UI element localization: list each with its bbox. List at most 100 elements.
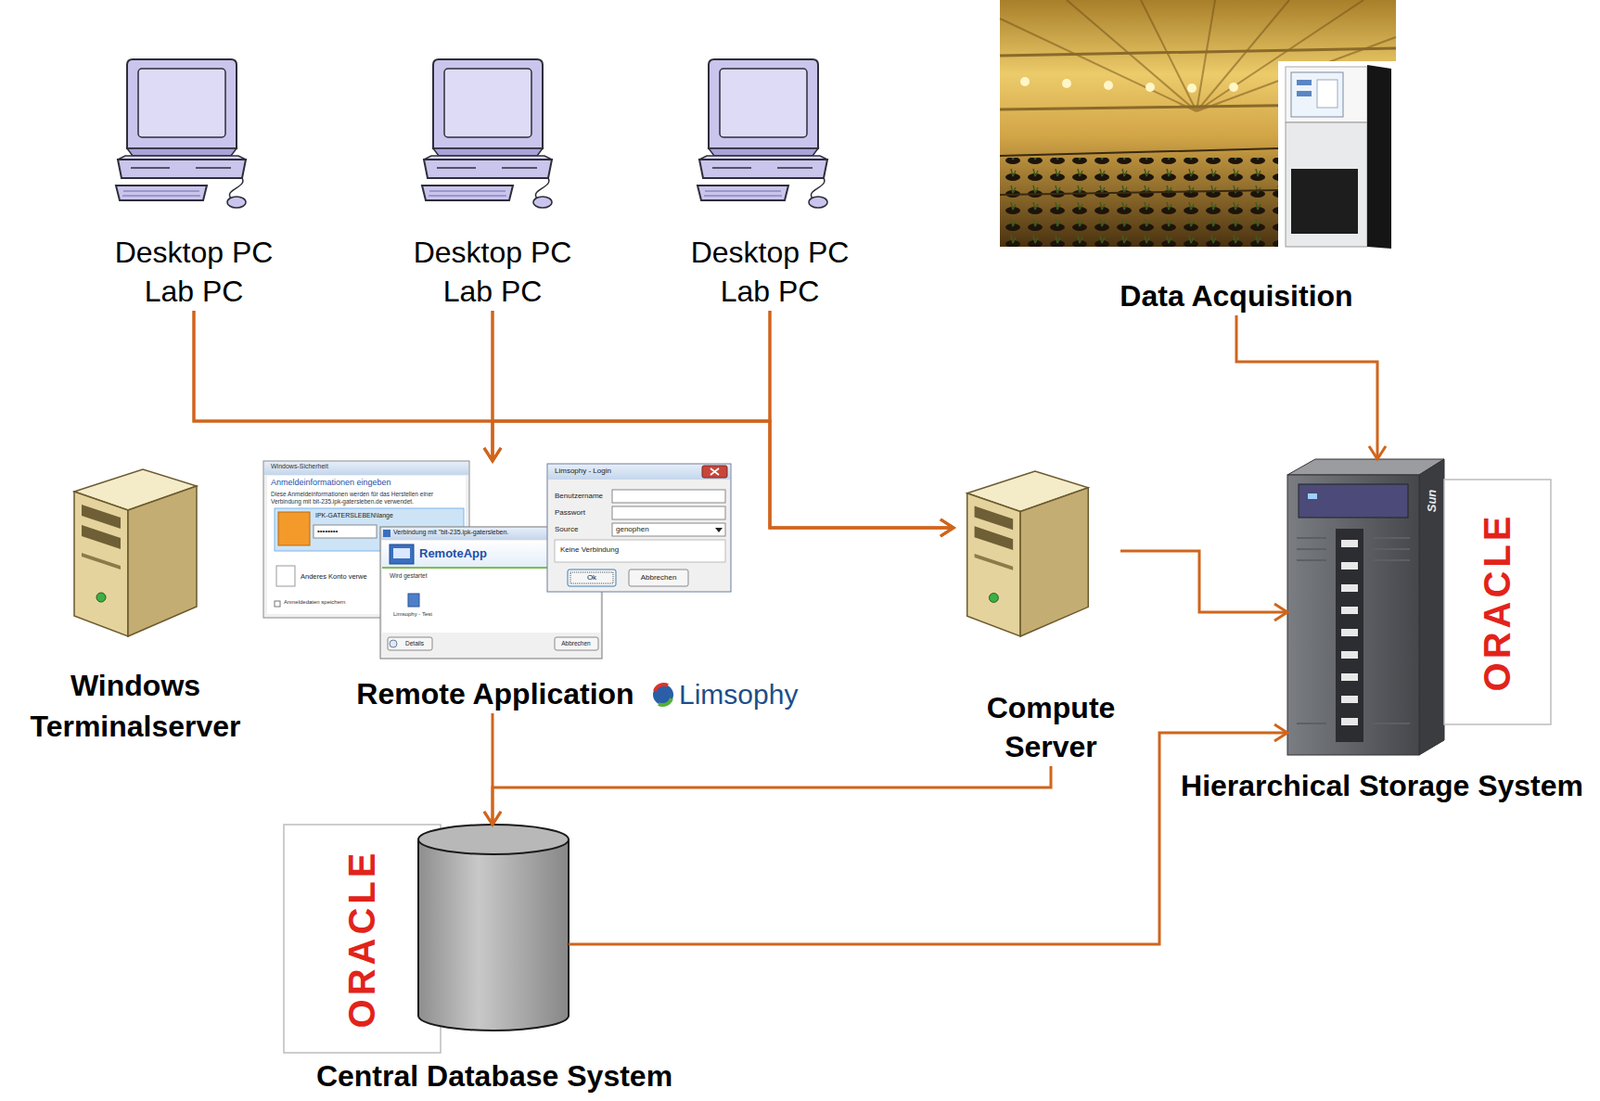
tape-slot xyxy=(1341,695,1358,704)
storage-rack xyxy=(1287,459,1445,756)
connector xyxy=(1236,315,1386,460)
pc-icon xyxy=(115,59,246,208)
lamp xyxy=(1062,78,1072,89)
connector xyxy=(492,310,954,537)
lamp xyxy=(1228,82,1239,92)
lamp xyxy=(1103,80,1114,90)
status-text: Keine Verbindung xyxy=(560,545,619,555)
lamp xyxy=(1145,82,1155,92)
roof-trusses xyxy=(999,0,1396,112)
dialog-heading: Anmeldeinformationen eingeben xyxy=(270,477,392,488)
cylinder-body xyxy=(418,839,569,1031)
status-text: Wird gestartet xyxy=(389,572,427,580)
node-label: Remote Application xyxy=(356,674,634,714)
close-button xyxy=(702,465,728,478)
tape-slot xyxy=(1341,606,1358,615)
node-label: Desktop PC Lab PC xyxy=(101,232,287,311)
server-icon xyxy=(967,471,1089,637)
sequencer-screen xyxy=(1291,72,1344,117)
password-dots: •••••••• xyxy=(317,526,338,537)
field-label: Source xyxy=(554,524,578,535)
logo-swirl xyxy=(658,698,672,705)
rack-indicator xyxy=(1307,493,1318,500)
connector xyxy=(484,310,770,461)
compute-server: Compute Server xyxy=(953,469,1121,767)
window-title: Windows-Sicherheit xyxy=(270,462,329,471)
oracle-logo: ORACLE xyxy=(343,849,381,1029)
pc-icon xyxy=(422,59,552,208)
arrowhead xyxy=(1369,446,1386,460)
tape-slots xyxy=(1341,539,1358,726)
node-label: Windows Terminalserver xyxy=(19,665,252,747)
window-title: Limsophy - Login xyxy=(554,466,612,476)
app-heading: RemoteApp xyxy=(419,546,487,562)
dialog-text: Diese Anmeldeinformationen werden für da… xyxy=(270,490,462,506)
checkbox xyxy=(274,601,281,607)
greenhouse-photo xyxy=(999,0,1396,247)
rack-display xyxy=(1298,484,1408,518)
tape-slot xyxy=(1341,562,1358,570)
connector-line xyxy=(193,310,954,528)
button-text: Abbrechen xyxy=(640,573,678,583)
button-text: Details xyxy=(405,640,424,648)
remoteapp-icon-screen xyxy=(393,548,410,559)
sequencer-body xyxy=(1285,122,1368,247)
photo-background xyxy=(1278,61,1396,251)
sequencer-bay xyxy=(1291,168,1358,234)
connector xyxy=(484,766,1051,825)
tape-slot xyxy=(1341,584,1358,592)
node-label: Hierarchical Storage System xyxy=(1180,766,1584,806)
pc-icon xyxy=(697,59,828,208)
ok-button xyxy=(567,569,616,587)
combo-arrow xyxy=(715,527,723,533)
tape-column xyxy=(1335,528,1364,743)
connector-line xyxy=(769,310,954,528)
sequencer-top xyxy=(1285,66,1368,123)
other-account: Anderes Konto verwe xyxy=(300,572,368,581)
ok-focus xyxy=(570,572,614,584)
title-icon xyxy=(383,529,391,538)
node-label: Central Database System xyxy=(316,1057,673,1095)
node-label: Limsophy xyxy=(678,676,798,714)
remoteapp-icon xyxy=(389,544,414,564)
terminal-server: Windows Terminalserver xyxy=(19,467,252,747)
greenhouse-ground xyxy=(999,0,1396,247)
connector-line xyxy=(1120,550,1288,613)
sun-logo: Sun xyxy=(1425,489,1439,513)
screen-button xyxy=(1296,79,1312,86)
rack-top xyxy=(1287,459,1445,475)
connector xyxy=(568,724,1288,945)
cylinder-top xyxy=(418,824,569,855)
close-cross xyxy=(710,468,719,475)
lamp xyxy=(1187,83,1197,93)
logo-circle xyxy=(652,684,674,705)
other-account-icon xyxy=(276,565,295,587)
conveyor xyxy=(999,148,1279,195)
data-acquisition: Data Acquisition xyxy=(999,0,1396,316)
rack-vents xyxy=(1296,537,1410,724)
app-name: Limsophy - Test xyxy=(393,611,433,618)
screen-panel xyxy=(1317,79,1338,108)
oracle-logo-box xyxy=(1444,479,1551,725)
desktop-pc: Desktop PC Lab PC xyxy=(399,55,586,311)
cancel-button xyxy=(554,637,599,651)
rack-side xyxy=(1419,459,1445,756)
limsophy-login-window xyxy=(547,463,731,592)
window-frame xyxy=(547,463,731,592)
tape-slot xyxy=(1341,651,1358,659)
plant-rows xyxy=(999,157,1279,247)
arrowhead xyxy=(484,811,501,825)
button-text: Abbrechen xyxy=(561,640,590,648)
field-label: Passwort xyxy=(554,508,586,518)
tape-slot xyxy=(1341,628,1358,637)
field-label: Benutzername xyxy=(554,491,603,501)
node-label: Desktop PC Lab PC xyxy=(677,232,863,311)
lamps xyxy=(1020,76,1239,93)
connector-line xyxy=(492,310,770,461)
logo-swirl xyxy=(654,684,668,692)
connector xyxy=(769,310,954,537)
user-name: IPK-GATERSLEBEN\lange xyxy=(315,512,394,520)
